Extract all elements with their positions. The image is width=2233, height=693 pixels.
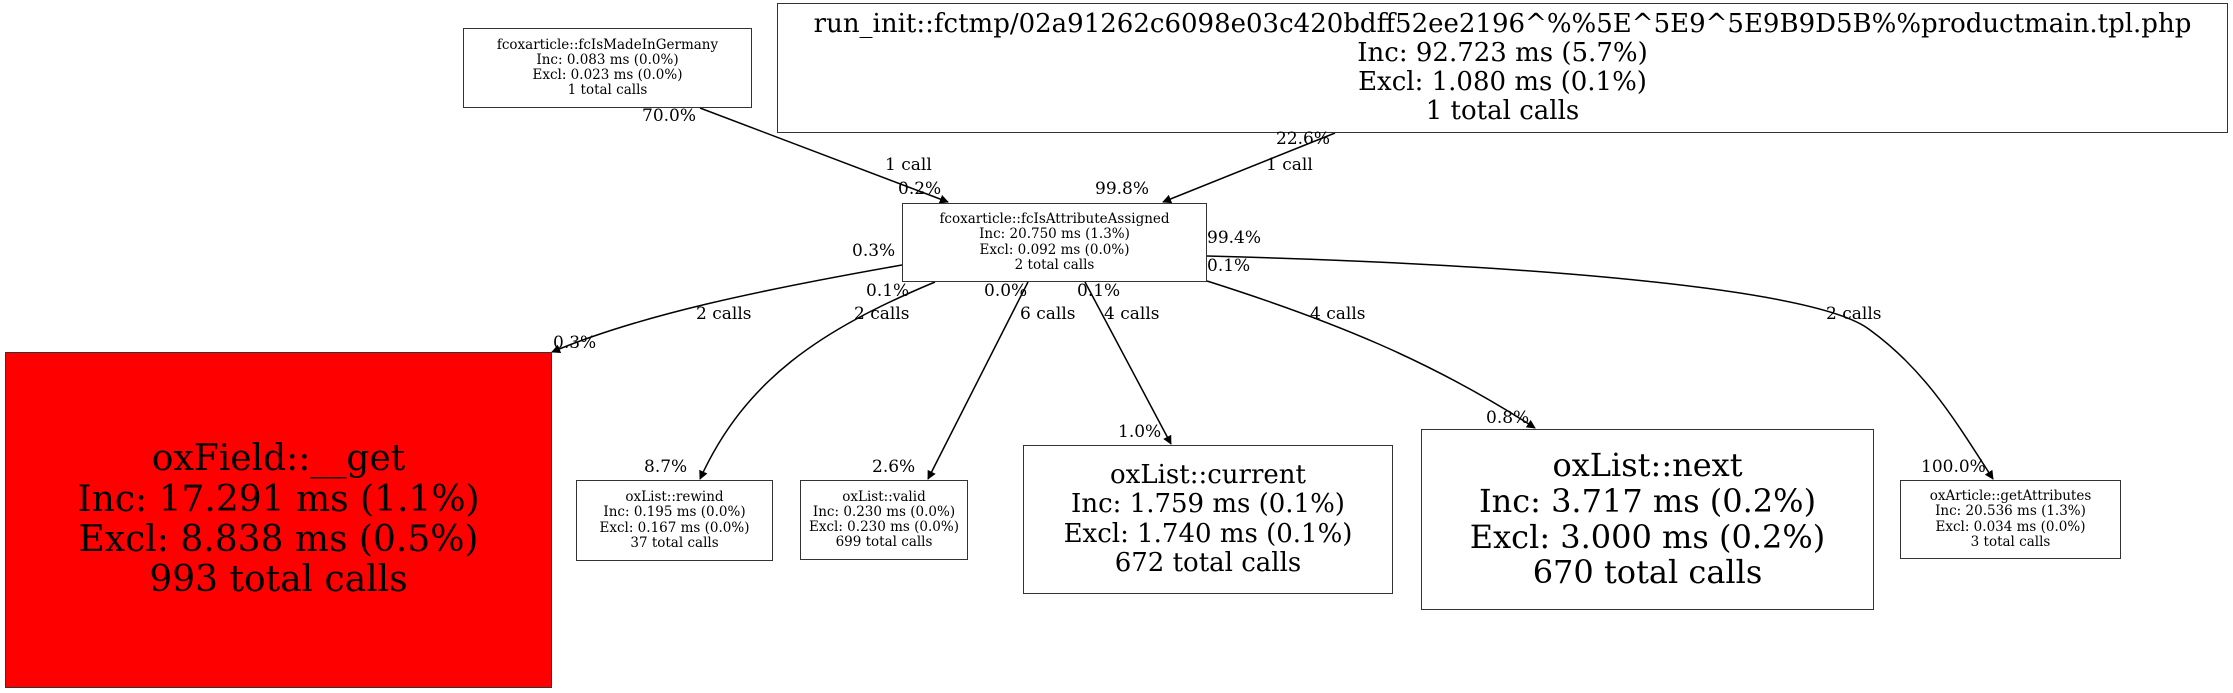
edge-label-calls: 2 calls — [854, 304, 910, 324]
node-calls: 37 total calls — [630, 534, 719, 551]
node-calls: 699 total calls — [835, 534, 933, 551]
edge-attrAssigned-current[interactable] — [1084, 281, 1172, 445]
node-name: oxArticle::getAttributes — [1929, 488, 2092, 505]
node-run-init[interactable]: run_init::fctmp/02a91262c6098e03c420bdff… — [777, 3, 2228, 133]
edge-label-tail-pct: 0.3% — [852, 241, 896, 261]
node-name: fcoxarticle::fcIsMadeInGermany — [496, 36, 719, 53]
edge-runInit-attrAssigned[interactable] — [1162, 132, 1336, 204]
node-fcisattributeassigned[interactable]: fcoxarticle::fcIsAttributeAssigned Inc: … — [902, 203, 1207, 282]
edge-label-head-pct: 0.3% — [553, 333, 597, 353]
edge-label-calls: 4 calls — [1310, 304, 1366, 324]
node-inc: Inc: 3.717 ms (0.2%) — [1478, 481, 1817, 520]
edge-attrAssigned-fieldGet[interactable] — [551, 264, 903, 354]
edge-label-head-pct: 0.2% — [898, 179, 942, 199]
node-calls: 1 total calls — [567, 82, 648, 99]
edge-label-calls: 2 calls — [1826, 304, 1882, 324]
edge-attrAssigned-valid[interactable] — [927, 281, 1029, 480]
node-oxlist-rewind[interactable]: oxList::rewind Inc: 0.195 ms (0.0%) Excl… — [576, 480, 773, 561]
edge-label-tail-pct: 0.1% — [1077, 281, 1121, 301]
node-excl: Excl: 0.023 ms (0.0%) — [532, 67, 683, 83]
node-calls: 993 total calls — [149, 559, 408, 601]
edge-label-tail-pct: 99.4% — [1207, 228, 1262, 248]
node-inc: Inc: 0.230 ms (0.0%) — [812, 503, 956, 520]
node-oxlist-valid[interactable]: oxList::valid Inc: 0.230 ms (0.0%) Excl:… — [800, 480, 968, 560]
edge-attrAssigned-rewind[interactable] — [699, 281, 936, 480]
node-calls: 672 total calls — [1114, 547, 1302, 578]
node-inc: Inc: 0.083 ms (0.0%) — [536, 51, 679, 68]
edge-label-tail-pct: 0.1% — [866, 281, 910, 301]
edge-label-tail-pct: 22.6% — [1276, 129, 1331, 149]
node-fcismadeingermany[interactable]: fcoxarticle::fcIsMadeInGermany Inc: 0.08… — [463, 28, 752, 108]
node-excl: Excl: 0.230 ms (0.0%) — [809, 519, 959, 535]
node-calls: 2 total calls — [1014, 256, 1095, 273]
node-name: oxList::next — [1552, 445, 1743, 484]
edge-attrAssigned-next[interactable] — [1206, 280, 1536, 429]
node-excl: Excl: 1.740 ms (0.1%) — [1063, 518, 1353, 549]
node-excl: Excl: 1.080 ms (0.1%) — [1358, 67, 1647, 97]
node-inc: Inc: 20.536 ms (1.3%) — [1935, 503, 2086, 520]
node-name: fcoxarticle::fcIsAttributeAssigned — [939, 211, 1170, 228]
node-name: oxList::rewind — [625, 489, 724, 506]
node-name: oxField::__get — [151, 438, 406, 480]
node-oxfield-get[interactable]: oxField::__get Inc: 17.291 ms (1.1%) Exc… — [5, 352, 552, 688]
node-oxlist-current[interactable]: oxList::current Inc: 1.759 ms (0.1%) Exc… — [1023, 445, 1393, 594]
node-excl: Excl: 0.167 ms (0.0%) — [599, 519, 750, 536]
edge-label-head-pct: 8.7% — [644, 457, 688, 477]
node-oxlist-next[interactable]: oxList::next Inc: 3.717 ms (0.2%) Excl: … — [1421, 429, 1874, 610]
edge-label-calls: 1 call — [1266, 155, 1313, 175]
edge-label-calls: 4 calls — [1104, 304, 1160, 324]
edge-label-tail-pct: 0.0% — [984, 281, 1028, 301]
edge-label-tail-pct: 70.0% — [642, 106, 697, 126]
node-inc: Inc: 17.291 ms (1.1%) — [77, 478, 480, 520]
node-excl: Excl: 8.838 ms (0.5%) — [78, 519, 479, 560]
node-inc: Inc: 1.759 ms (0.1%) — [1071, 489, 1345, 520]
edge-label-tail-pct: 0.1% — [1207, 256, 1251, 276]
node-calls: 1 total calls — [1425, 96, 1580, 127]
edge-label-head-pct: 100.0% — [1921, 457, 1986, 477]
node-name: oxList::current — [1110, 460, 1306, 491]
edge-attrAssigned-getAttributes[interactable] — [1206, 255, 1994, 480]
node-inc: Inc: 92.723 ms (5.7%) — [1357, 37, 1648, 68]
node-calls: 3 total calls — [1970, 533, 2051, 550]
node-inc: Inc: 0.195 ms (0.0%) — [603, 504, 746, 521]
edge-label-head-pct: 0.8% — [1486, 408, 1530, 428]
node-name: oxList::valid — [842, 488, 926, 505]
edge-label-calls: 1 call — [885, 155, 932, 175]
edge-label-head-pct: 1.0% — [1118, 422, 1162, 442]
edge-label-calls: 2 calls — [696, 304, 752, 324]
edge-label-calls: 6 calls — [1020, 304, 1076, 324]
node-inc: Inc: 20.750 ms (1.3%) — [979, 226, 1130, 243]
node-excl: Excl: 3.000 ms (0.2%) — [1469, 517, 1826, 556]
node-name: run_init::fctmp/02a91262c6098e03c420bdff… — [813, 8, 2192, 39]
edge-madeInGermany-attrAssigned[interactable] — [699, 107, 949, 204]
edge-label-head-pct: 99.8% — [1095, 179, 1150, 199]
node-oxarticle-getattributes[interactable]: oxArticle::getAttributes Inc: 20.536 ms … — [1900, 480, 2121, 559]
node-excl: Excl: 0.034 ms (0.0%) — [1935, 518, 2086, 535]
node-calls: 670 total calls — [1532, 553, 1763, 592]
node-excl: Excl: 0.092 ms (0.0%) — [979, 241, 1130, 258]
edge-label-head-pct: 2.6% — [872, 457, 916, 477]
